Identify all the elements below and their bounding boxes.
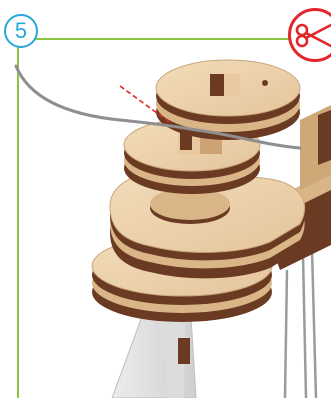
scissors-icon: [291, 11, 331, 59]
hanging-wires: [285, 250, 316, 398]
step-number: 5: [15, 20, 27, 42]
step-number-badge: 5: [4, 14, 38, 48]
scissors-cut-icon: [288, 8, 331, 62]
